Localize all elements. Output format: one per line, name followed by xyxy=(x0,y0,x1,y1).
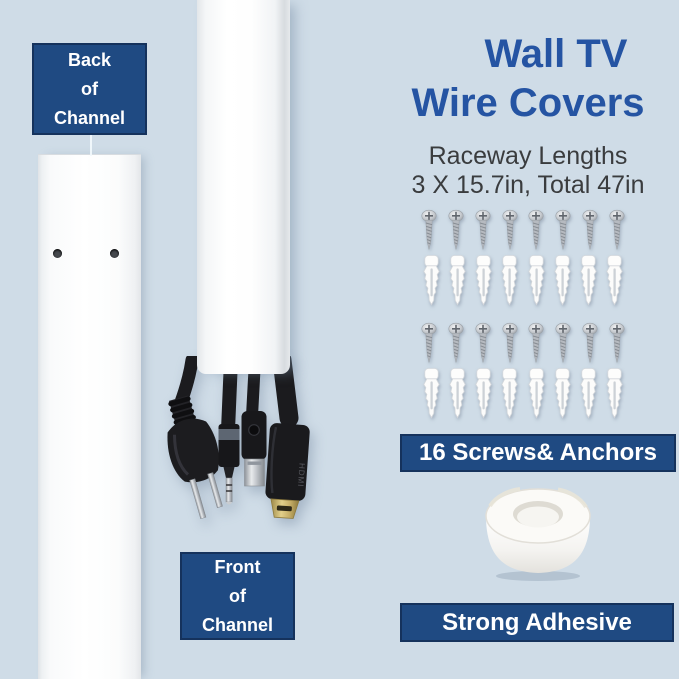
wall-anchor-icon xyxy=(501,368,519,419)
phillips-screw-icon xyxy=(555,209,571,250)
label-line: of xyxy=(229,585,246,606)
audio-jack-cable xyxy=(218,356,240,505)
screw-row xyxy=(420,209,626,252)
subtitle-line1: Raceway Lengths xyxy=(428,142,628,170)
cables-photo: HDMI xyxy=(167,356,310,520)
adhesive-badge: Strong Adhesive xyxy=(400,603,674,642)
phillips-screw-icon xyxy=(609,209,625,250)
label-line: Back xyxy=(67,49,112,70)
wall-anchor-icon xyxy=(423,368,440,419)
phillips-screw-icon xyxy=(555,322,571,363)
wall-anchor-icon xyxy=(449,368,466,419)
phillips-screw-icon xyxy=(448,322,464,363)
screw-row xyxy=(420,322,626,365)
back-channel-label: Back of Channel xyxy=(32,43,147,135)
hdmi-marking: HDMI xyxy=(296,463,307,488)
label-line: Channel xyxy=(201,614,273,635)
power-plug-cable xyxy=(167,356,223,520)
page-title-line2: Wire Covers xyxy=(411,81,645,125)
phillips-screw-icon xyxy=(582,209,598,250)
wall-anchor-icon xyxy=(501,255,519,306)
callout-pointer-line xyxy=(90,135,92,156)
phillips-screw-icon xyxy=(502,322,518,363)
phillips-screw-icon xyxy=(421,209,437,250)
phillips-screw-icon xyxy=(609,322,625,363)
anchor-row xyxy=(420,368,626,430)
title-block: Wall TV Wire Covers Raceway Lengths 3 X … xyxy=(378,30,678,200)
front-channel-label: Front of Channel xyxy=(180,552,295,640)
phillips-screw-icon xyxy=(421,322,437,363)
page-title-line1: Wall TV xyxy=(484,32,628,76)
wall-anchor-icon xyxy=(606,368,623,419)
usb-a-cable xyxy=(241,356,267,487)
label-line: Channel xyxy=(53,107,125,128)
phillips-screw-icon xyxy=(475,209,491,250)
wall-anchor-icon xyxy=(475,368,493,419)
phillips-screw-icon xyxy=(528,209,544,250)
wall-anchor-icon xyxy=(553,368,571,419)
wall-anchor-icon xyxy=(423,255,440,306)
phillips-screw-icon xyxy=(582,322,598,363)
adhesive-tape-roll xyxy=(485,487,591,581)
wall-anchor-icon xyxy=(475,255,493,306)
phillips-screw-icon xyxy=(502,209,518,250)
screw-hole xyxy=(53,249,62,258)
screws-anchors-badge: 16 Screws& Anchors xyxy=(400,434,676,472)
wall-anchor-icon xyxy=(553,255,571,306)
phillips-screw-icon xyxy=(528,322,544,363)
wall-anchor-icon xyxy=(527,368,545,419)
anchor-row xyxy=(420,255,626,317)
hdmi-cable: HDMI xyxy=(265,356,310,519)
wall-anchor-icon xyxy=(580,255,597,306)
label-line: Front xyxy=(214,556,261,577)
phillips-screw-icon xyxy=(475,322,491,363)
hardware-grid xyxy=(420,209,626,435)
wall-anchor-icon xyxy=(580,368,597,419)
phillips-screw-icon xyxy=(448,209,464,250)
screw-hole xyxy=(110,249,119,258)
front-channel-cover xyxy=(197,0,290,374)
wall-anchor-icon xyxy=(449,255,466,306)
wall-anchor-icon xyxy=(606,255,623,306)
wall-anchor-icon xyxy=(527,255,545,306)
back-channel-panel xyxy=(38,154,141,679)
label-line: of xyxy=(81,78,98,99)
subtitle-line2: 3 X 15.7in, Total 47in xyxy=(411,171,645,199)
